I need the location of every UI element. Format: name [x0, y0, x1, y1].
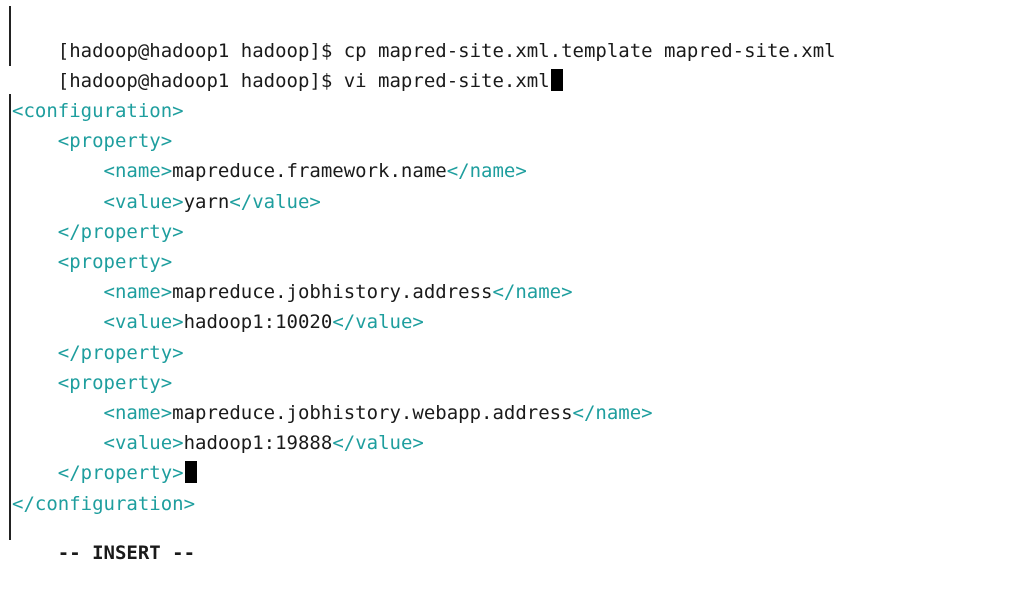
vi-mode-indicator: -- INSERT --	[12, 508, 195, 564]
editor-line: </property>	[12, 458, 197, 488]
indent	[12, 281, 104, 303]
indent	[12, 221, 58, 243]
editor-line: <configuration>	[12, 96, 184, 126]
xml-close-tag: </value>	[332, 432, 424, 455]
editor-line: <name>mapreduce.framework.name</name>	[12, 156, 527, 186]
xml-value-text: yarn	[183, 190, 230, 213]
xml-open-tag: <value>	[103, 190, 184, 213]
xml-close-tag: </value>	[229, 190, 321, 213]
xml-close-tag: </name>	[492, 281, 573, 304]
xml-open-tag: <value>	[103, 311, 184, 334]
xml-value-text: hadoop1:10020	[183, 311, 333, 334]
xml-value-text: hadoop1:19888	[183, 432, 333, 455]
xml-open-tag: <property>	[57, 130, 173, 153]
indent	[12, 160, 104, 182]
xml-open-tag: </property>	[57, 462, 184, 485]
editor-line: </property>	[12, 338, 184, 368]
xml-close-tag: </value>	[332, 311, 424, 334]
indent	[12, 191, 104, 213]
indent	[12, 342, 58, 364]
xml-close-tag: </name>	[446, 160, 527, 183]
xml-value-text: mapreduce.jobhistory.webapp.address	[172, 402, 573, 424]
indent	[12, 251, 58, 273]
xml-open-tag: </configuration>	[12, 492, 196, 515]
terminal-window[interactable]: [hadoop@hadoop1 hadoop]$ cp mapred-site.…	[0, 0, 1028, 564]
editor-line: </property>	[12, 217, 184, 247]
terminal-cursor	[550, 69, 563, 91]
xml-close-tag: </name>	[572, 402, 653, 424]
xml-value-text: mapreduce.jobhistory.address	[172, 281, 493, 304]
indent	[12, 130, 58, 152]
xml-open-tag: <name>	[103, 402, 173, 424]
editor-line: <property>	[12, 247, 172, 277]
editor-line: <name>mapreduce.jobhistory.address</name…	[12, 277, 573, 307]
editor-line: <name>mapreduce.jobhistory.webapp.addres…	[12, 398, 653, 428]
xml-open-tag: <value>	[103, 432, 184, 455]
indent	[12, 402, 104, 424]
indent	[12, 432, 104, 454]
indent	[12, 372, 58, 394]
editor-line: </configuration>	[12, 489, 195, 519]
command-text: [hadoop@hadoop1 hadoop]$ vi mapred-site.…	[57, 70, 550, 92]
left-border-editor	[9, 94, 11, 540]
indent	[12, 462, 58, 484]
command-line-1: [hadoop@hadoop1 hadoop]$ cp mapred-site.…	[12, 6, 836, 62]
editor-line: <value>hadoop1:10020</value>	[12, 307, 424, 337]
xml-open-tag: <property>	[57, 371, 173, 394]
editor-line: <value>yarn</value>	[12, 187, 321, 217]
indent	[12, 311, 104, 333]
xml-open-tag: <property>	[57, 251, 173, 273]
left-border-top	[9, 6, 11, 66]
command-line-2: [hadoop@hadoop1 hadoop]$ vi mapred-site.…	[12, 36, 563, 92]
editor-line: <property>	[12, 126, 172, 156]
xml-open-tag: <name>	[103, 160, 173, 183]
editor-line: <property>	[12, 368, 172, 398]
xml-open-tag: </property>	[57, 220, 184, 243]
xml-open-tag: <name>	[103, 281, 173, 304]
command-text: [hadoop@hadoop1 hadoop]$ cp mapred-site.…	[57, 40, 836, 62]
editor-cursor	[184, 461, 197, 484]
xml-open-tag: </property>	[57, 341, 184, 364]
xml-value-text: mapreduce.framework.name	[172, 160, 447, 183]
mode-label: -- INSERT --	[57, 542, 196, 564]
xml-open-tag: <configuration>	[12, 100, 184, 122]
editor-line: <value>hadoop1:19888</value>	[12, 428, 424, 458]
